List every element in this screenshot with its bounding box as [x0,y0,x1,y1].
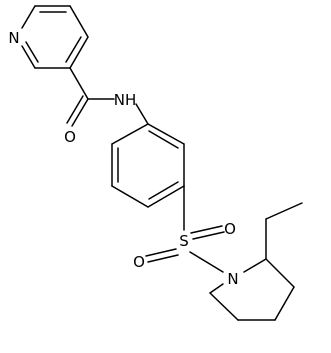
bond [21,45,36,69]
bond [209,283,224,294]
bond [147,185,185,208]
atom-label-sulfur: S [179,232,189,250]
bond [69,67,89,100]
atom-label-amide-o: O [64,128,76,146]
sulfonyl-double-bond [147,254,179,263]
sulfonyl-double-bond [145,248,177,257]
pyridine-ring [21,5,89,69]
bond [69,36,89,69]
bond [135,103,149,125]
carbonyl-bond [66,95,84,124]
sulfonyl-group [145,185,225,273]
atom-label-sulfonyl-o-upper: O [224,220,236,238]
sulfonyl-double-bond [190,225,223,234]
sulfonyl-double-bond [192,231,225,240]
bond [243,258,267,273]
piperidine-ring [209,258,295,321]
ethyl-group [265,202,303,260]
bond [274,286,295,321]
benzene-ring [111,123,185,208]
double-bond-inner [65,36,82,63]
atom-label-amide-nh: NH [114,91,137,109]
bond [209,292,239,321]
bond [21,5,36,29]
bond [111,185,149,208]
bond [111,123,149,145]
double-bond-inner [148,130,179,149]
double-bond-inner [25,41,39,63]
bond [189,251,224,273]
bond [69,5,89,38]
atom-label-sulfonyl-o-lower: O [133,253,145,271]
bond [265,202,303,220]
atom-label-piperidine-n: N [227,270,238,288]
amide-group [66,67,149,127]
carbonyl-bond [71,98,89,127]
atom-label-pyridine-n: N [8,29,19,47]
bond [147,123,185,145]
double-bond-inner [148,181,179,200]
bond [265,258,295,288]
